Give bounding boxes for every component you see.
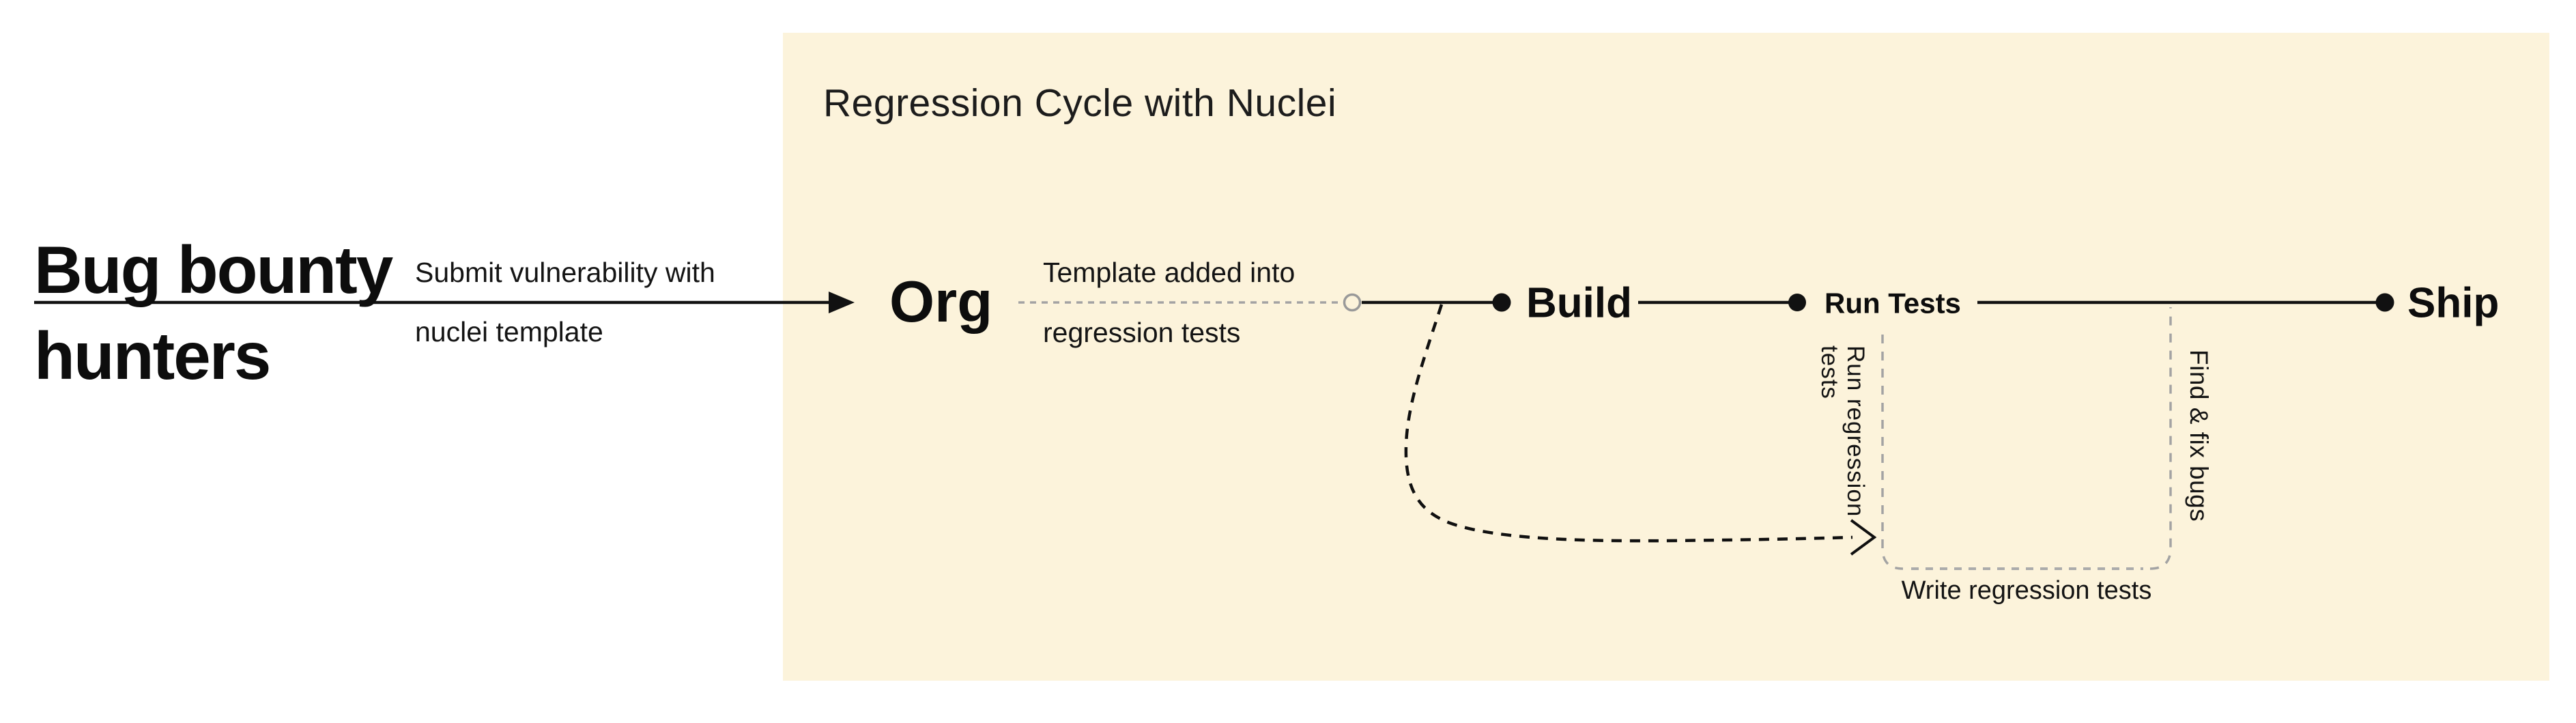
run-tests-node-label: Run Tests <box>1824 287 1961 320</box>
ship-node-label: Ship <box>2407 279 2500 327</box>
submit-label-line1: Submit vulnerability with <box>415 257 715 288</box>
build-node-label: Build <box>1526 279 1632 327</box>
headline-line2: hunters <box>34 318 271 393</box>
write-regression-tests-label: Write regression tests <box>1901 576 2152 605</box>
run-regression-line1: Run regression <box>1842 345 1869 518</box>
regression-cycle-panel <box>783 33 2549 681</box>
run-regression-line2: tests <box>1816 345 1843 399</box>
template-label-line2: regression tests <box>1043 317 1241 348</box>
run-regression-vertical-label: Run regression tests <box>1816 345 1869 518</box>
template-label-line1: Template added into <box>1043 257 1296 288</box>
submit-label-line2: nuclei template <box>415 316 603 348</box>
bug-bounty-headline: Bug bounty hunters <box>34 227 393 399</box>
headline-line1: Bug bounty <box>34 232 393 307</box>
panel-title: Regression Cycle with Nuclei <box>823 81 1337 125</box>
org-node-label: Org <box>889 270 993 335</box>
find-fix-vertical-label: Find & fix bugs <box>2185 350 2213 522</box>
